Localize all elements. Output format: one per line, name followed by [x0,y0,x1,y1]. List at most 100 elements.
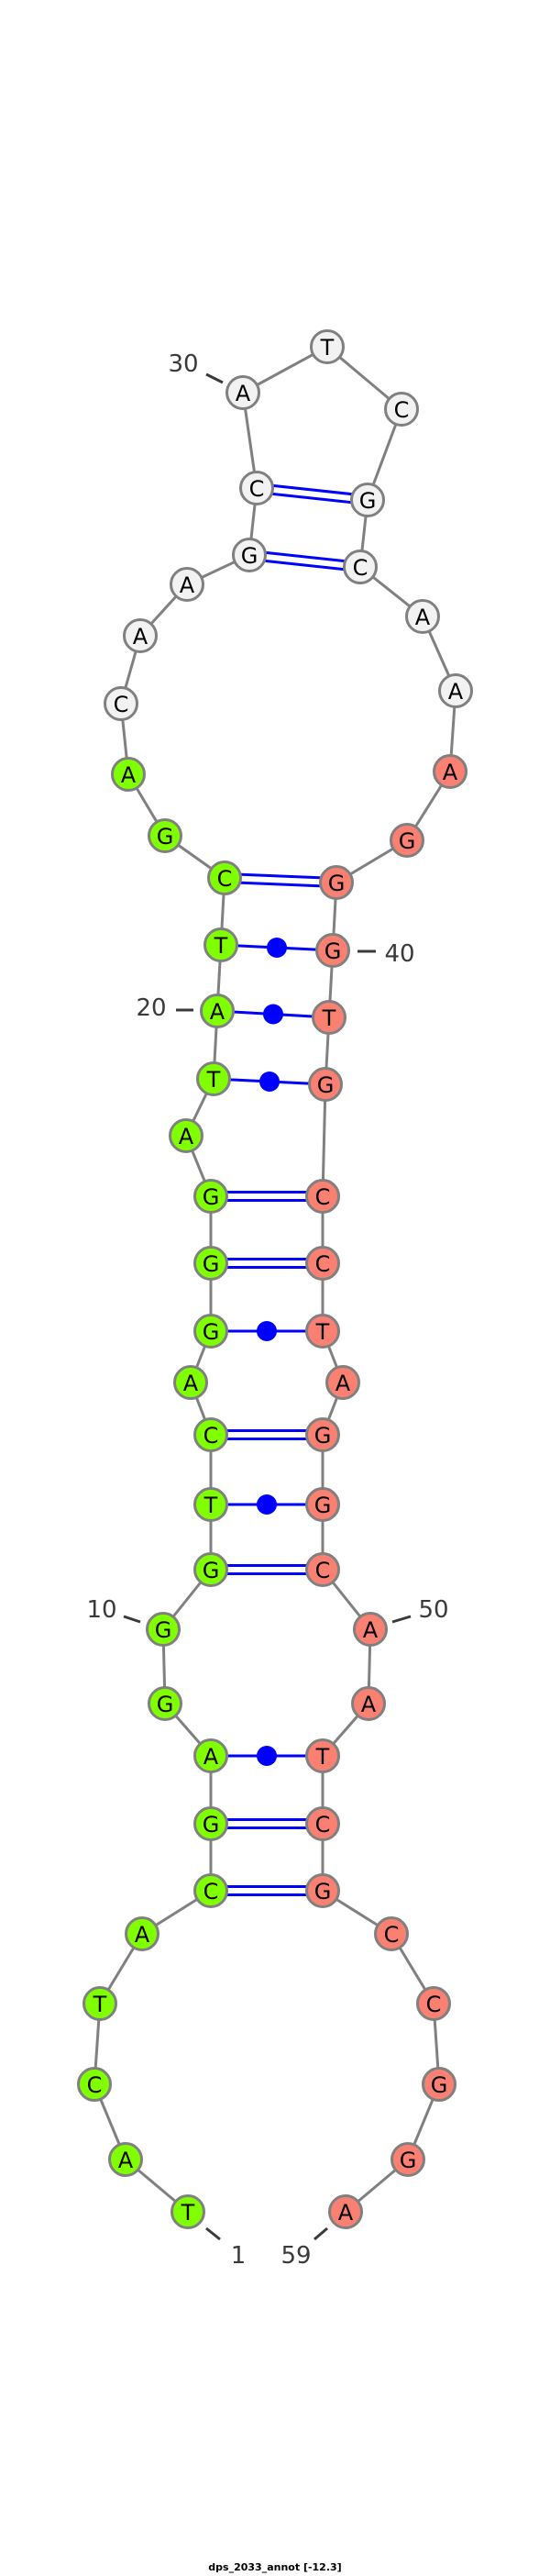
nucleotide-9: G [148,1686,182,1721]
nucleotide-letter: C [315,1558,331,1583]
nucleotide-circle [169,1118,204,1153]
nucleotide-12: T [193,1487,228,1522]
nucleotide-25: C [104,686,138,721]
nucleotide-54: G [305,1873,340,1908]
nucleotide-letter: G [203,1251,220,1277]
nucleotide-41: T [312,1000,346,1035]
nucleotide-letter: C [217,866,233,892]
nucleotide-57: G [422,2067,456,2102]
noncanonical-pair-dot [257,1494,277,1515]
nucleotide-letter: T [206,1067,221,1093]
nucleotide-circle [353,1612,388,1647]
nucleotide-3: C [77,2067,112,2102]
nucleotide-letter: G [359,488,377,514]
nucleotide-35: A [405,599,440,634]
nucleotide-letter: G [317,1072,335,1098]
nucleotide-letter: T [181,2200,195,2226]
nucleotide-letter: G [400,2148,417,2173]
nucleotide-circle [193,1806,228,1841]
structure-caption: dps_2033_annot [-12.3] [208,2561,342,2573]
nucleotide-33: G [350,483,385,517]
nucleotide-circle [77,2067,112,2102]
position-label-30: 30 [168,350,198,378]
nucleotide-circle [200,994,235,1028]
nucleotide-32: C [384,392,419,427]
nucleotide-letter: T [322,1005,336,1031]
nucleotide-17: G [193,1179,228,1214]
nucleotide-circle [226,375,260,410]
nucleotide-circle [350,483,385,517]
nucleotide-circle [384,392,419,427]
nucleotide-circle [308,1067,343,1102]
nucleotide-circle [204,927,238,962]
nucleotide-letter: G [241,543,258,569]
nucleotide-letter: C [249,476,265,502]
nucleotide-31: T [310,329,345,364]
base-pair-bond [257,483,368,498]
nucleotide-letter: C [204,1423,219,1449]
nucleotide-letter: C [204,1879,219,1904]
nucleotide-letter: A [118,2148,134,2173]
nucleotide-52: T [305,1738,340,1773]
nucleotide-letter: A [210,999,226,1025]
nucleotide-circle [305,1246,340,1281]
nucleotide-circle [146,1612,181,1647]
nucleotide-letter: G [155,1617,172,1643]
nucleotide-34: C [343,550,378,584]
nucleotide-letter: A [204,1744,219,1770]
nucleotide-letter: A [121,762,137,788]
nucleotide-15: G [193,1314,228,1349]
nucleotide-circle [305,1873,340,1908]
position-tick [314,2226,328,2241]
nucleotide-21: T [204,927,238,962]
nucleotide-letter: C [87,2072,103,2098]
nucleotide-letter: T [315,1319,330,1345]
nucleotide-letter: G [324,938,342,964]
nucleotide-36: A [438,673,473,708]
nucleotide-5: A [125,1916,160,1951]
nucleotide-letter: G [157,1692,174,1717]
nucleotide-47: G [305,1417,340,1452]
position-label-50: 50 [418,1596,448,1624]
nucleotide-letter: C [114,692,129,717]
nucleotide-letter: C [315,1184,331,1210]
nucleotide-circle [111,757,146,792]
noncanonical-pair-dot [259,1071,280,1092]
nucleotide-circle [193,1417,228,1452]
nucleotide-letter: C [353,555,368,581]
position-tick [391,1615,412,1624]
noncanonical-pair-dot [263,1004,283,1025]
nucleotide-letter: A [443,760,458,785]
nucleotide-circle [193,1179,228,1214]
nucleotide-circle [305,1487,340,1522]
nucleotide-58: G [390,2142,425,2177]
nucleotide-letter: A [135,1922,150,1948]
nucleotide-letter: T [315,1744,330,1770]
nucleotide-letter: G [431,2072,448,2098]
nucleotide-letter: G [314,1879,332,1904]
nucleotide-8: A [193,1738,228,1773]
nucleotide-circle [193,1314,228,1349]
position-tick [123,1615,141,1624]
nucleotide-letter: A [338,2200,354,2226]
nucleotide-circle [416,1986,451,2021]
backbone-link [321,1083,327,1197]
noncanonical-pair-dot [257,1746,277,1766]
nucleotide-letter: A [179,1124,194,1149]
nucleotide-circle [148,818,182,853]
nucleotide-letter: G [203,1558,220,1583]
nucleotide-letter: G [399,828,416,854]
nucleotide-48: G [305,1487,340,1522]
nucleotide-letter: G [314,1423,332,1449]
nucleotide-2: A [108,2142,143,2177]
nucleotide-circle [315,933,350,968]
position-tick [205,2226,221,2241]
nucleotide-letter: C [315,1812,331,1838]
nucleotide-22: C [207,861,242,895]
nucleotide-circle [148,1686,182,1721]
nucleotide-letter: T [214,933,228,959]
nucleotide-circle [374,1916,409,1951]
nucleotide-23: G [148,818,182,853]
